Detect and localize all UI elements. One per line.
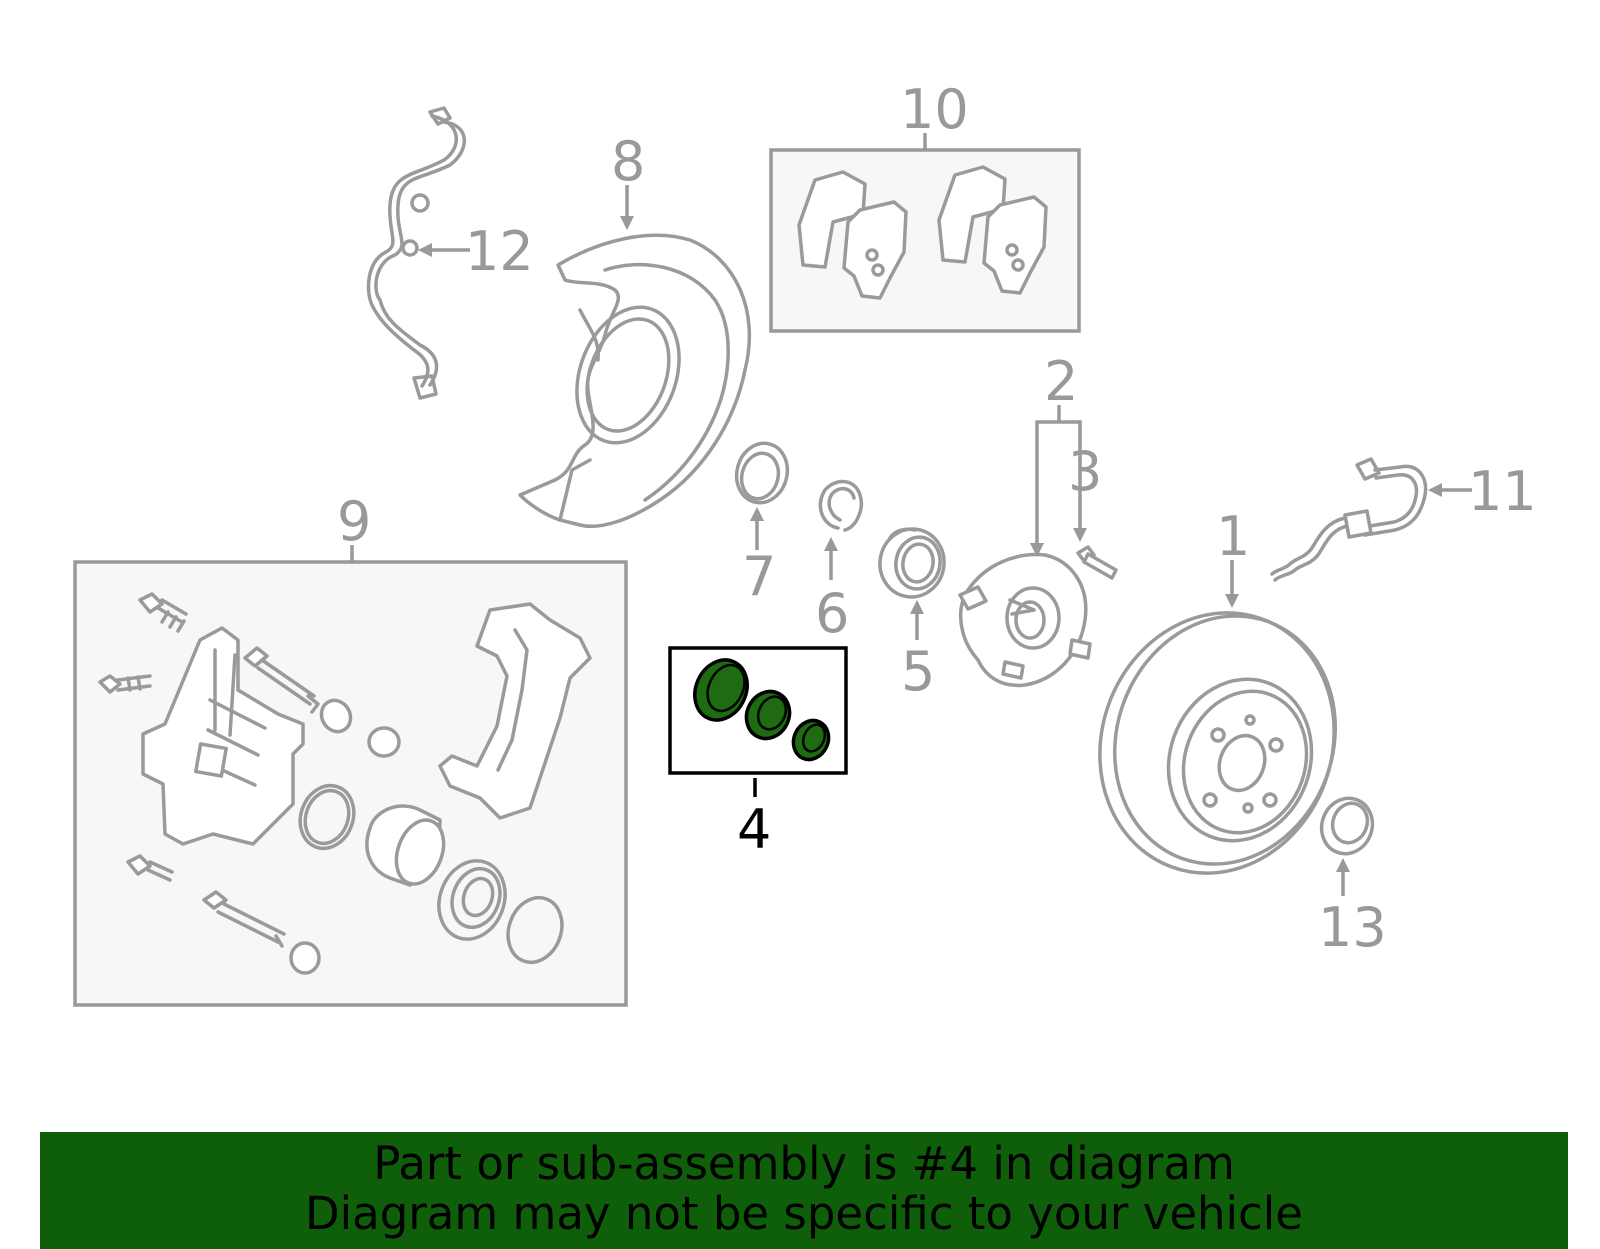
seal-small-inner bbox=[801, 723, 827, 753]
callout-9: 9 bbox=[337, 490, 371, 553]
seal-large-inner bbox=[706, 663, 746, 713]
part-13-nut[interactable] bbox=[1314, 791, 1380, 861]
banner-line-1: Part or sub-assembly is #4 in diagram bbox=[373, 1137, 1235, 1190]
callout-11: 11 bbox=[1468, 460, 1537, 523]
callout-1: 1 bbox=[1216, 505, 1250, 568]
arrowhead-2 bbox=[1030, 543, 1044, 557]
part-10-brake-pads[interactable] bbox=[797, 165, 1048, 300]
leader-2-bracket bbox=[1035, 420, 1082, 549]
arrowhead-11 bbox=[1428, 483, 1442, 497]
callout-5: 5 bbox=[901, 640, 935, 703]
arrowhead-13 bbox=[1336, 858, 1350, 872]
part-5-bearing[interactable] bbox=[875, 524, 950, 602]
callout-10: 10 bbox=[900, 78, 969, 141]
seal-medium-inner bbox=[756, 695, 788, 731]
arrowhead-6 bbox=[824, 537, 838, 551]
seal-small bbox=[791, 718, 831, 762]
arrowhead-7 bbox=[750, 507, 764, 521]
part-6-snap-ring[interactable] bbox=[818, 479, 863, 532]
callout-2: 2 bbox=[1044, 350, 1078, 413]
callout-12: 12 bbox=[465, 220, 534, 283]
part-8-dust-shield[interactable] bbox=[518, 233, 751, 528]
part-4-seal-kit[interactable] bbox=[685, 651, 835, 765]
part-7-seal[interactable] bbox=[730, 438, 794, 509]
arrowhead-8 bbox=[620, 216, 634, 230]
arrowhead-3 bbox=[1073, 528, 1087, 542]
banner-line-2: Diagram may not be specific to your vehi… bbox=[305, 1187, 1303, 1240]
callout-7: 7 bbox=[742, 545, 776, 608]
callout-8: 8 bbox=[611, 130, 645, 193]
part-12-abs-sensor-wire[interactable] bbox=[366, 106, 467, 400]
callout-6: 6 bbox=[815, 582, 849, 645]
callout-4: 4 bbox=[737, 798, 771, 861]
part-1-rotor[interactable] bbox=[1064, 580, 1370, 907]
info-banner: Part or sub-assembly is #4 in diagram Di… bbox=[40, 1132, 1568, 1249]
part-11-brake-hose[interactable] bbox=[1270, 457, 1428, 582]
part-3-wheel-stud[interactable] bbox=[1076, 545, 1118, 580]
callout-3: 3 bbox=[1068, 440, 1102, 503]
part-9-caliper-assembly[interactable] bbox=[98, 592, 592, 975]
arrowhead-5 bbox=[910, 600, 924, 614]
parts-diagram: 12 8 10 7 6 bbox=[73, 78, 1537, 1007]
arrowhead-1 bbox=[1225, 594, 1239, 608]
part-2-hub[interactable] bbox=[958, 552, 1092, 688]
callout-13: 13 bbox=[1318, 896, 1387, 959]
arrowhead-12 bbox=[418, 243, 432, 257]
